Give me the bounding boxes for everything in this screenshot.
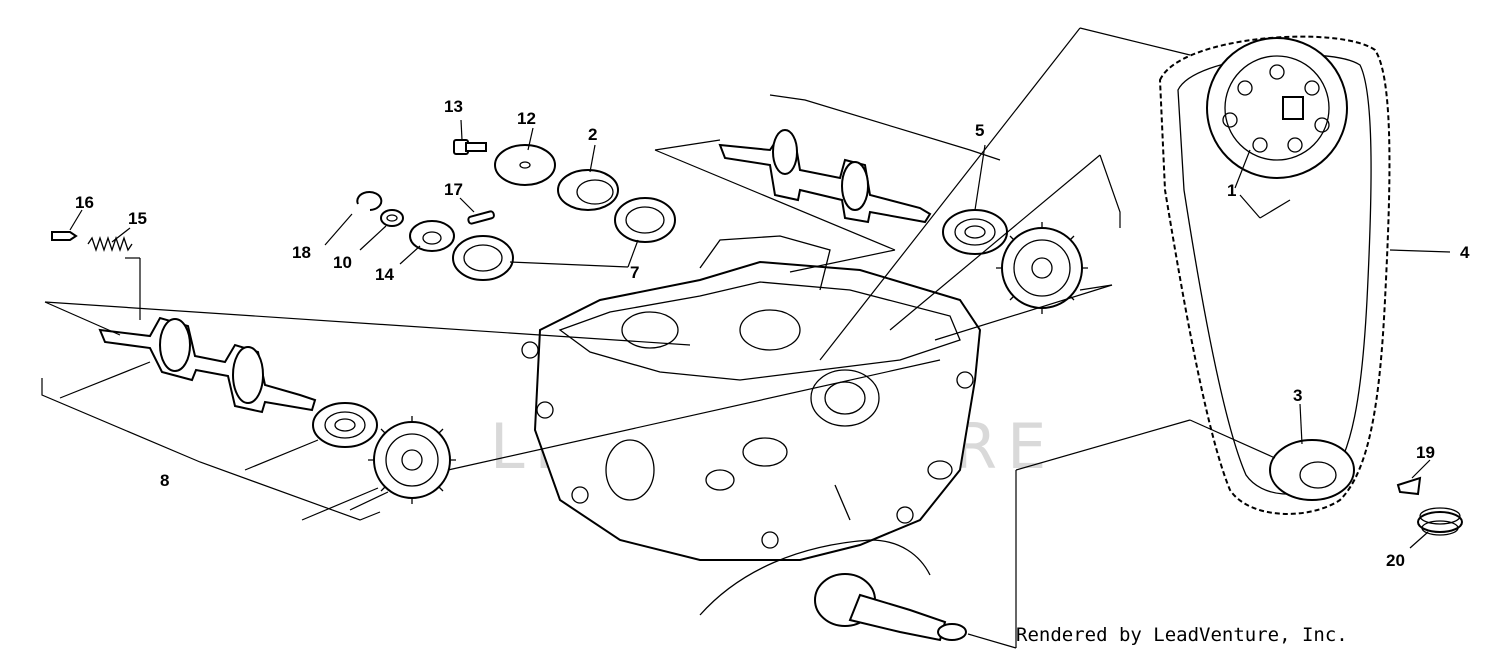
callout-18: 18: [292, 243, 311, 262]
credit-text: Rendered by LeadVenture, Inc.: [1016, 624, 1348, 646]
callout-7: 7: [630, 263, 639, 282]
intake-camshaft[interactable]: [718, 129, 932, 224]
cam-drive-sprocket-1[interactable]: [1206, 37, 1348, 179]
callout-4: 4: [1460, 243, 1470, 262]
bearing-7-upper[interactable]: [614, 197, 676, 243]
exhaust-camshaft[interactable]: [98, 316, 317, 414]
leader-lines: [41, 27, 1451, 649]
washer-12[interactable]: [494, 144, 556, 186]
lower-cam-bearing[interactable]: [312, 402, 378, 448]
callout-labels: 13 12 2 5 17 16 15 18 10 14 7 8 1 4 3 19…: [75, 97, 1470, 570]
callout-1: 1: [1227, 181, 1236, 200]
crankshaft-stub[interactable]: [699, 539, 967, 642]
callout-10: 10: [333, 253, 352, 272]
washer-10[interactable]: [380, 209, 404, 227]
plunger-16[interactable]: [51, 231, 78, 241]
callout-2: 2: [588, 125, 597, 144]
key-19[interactable]: [1396, 476, 1422, 496]
crank-sprocket-3[interactable]: [1269, 439, 1355, 501]
upper-cam-bearing[interactable]: [942, 209, 1008, 255]
callout-3: 3: [1293, 386, 1302, 405]
callout-19: 19: [1416, 443, 1435, 462]
bolt-13[interactable]: [453, 139, 487, 155]
decompressor-14[interactable]: [409, 220, 455, 252]
bearing-7-lower[interactable]: [452, 235, 514, 281]
callout-13: 13: [444, 97, 463, 116]
callout-12: 12: [517, 109, 536, 128]
lower-cam-sprocket[interactable]: [368, 416, 456, 504]
callout-17: 17: [444, 180, 463, 199]
spring-15[interactable]: [87, 235, 133, 253]
cylinder-head[interactable]: [521, 235, 982, 561]
upper-cam-sprocket[interactable]: [996, 222, 1088, 314]
spring-20[interactable]: [1417, 507, 1463, 536]
callout-15: 15: [128, 209, 147, 228]
callout-16: 16: [75, 193, 94, 212]
timing-chain[interactable]: [1158, 35, 1391, 515]
bushing-2[interactable]: [557, 169, 619, 211]
callout-20: 20: [1386, 551, 1405, 570]
callout-5: 5: [975, 121, 984, 140]
pin-17[interactable]: [467, 210, 495, 225]
clip-18[interactable]: [356, 191, 383, 211]
callout-8: 8: [160, 471, 169, 490]
callout-14: 14: [375, 265, 394, 284]
